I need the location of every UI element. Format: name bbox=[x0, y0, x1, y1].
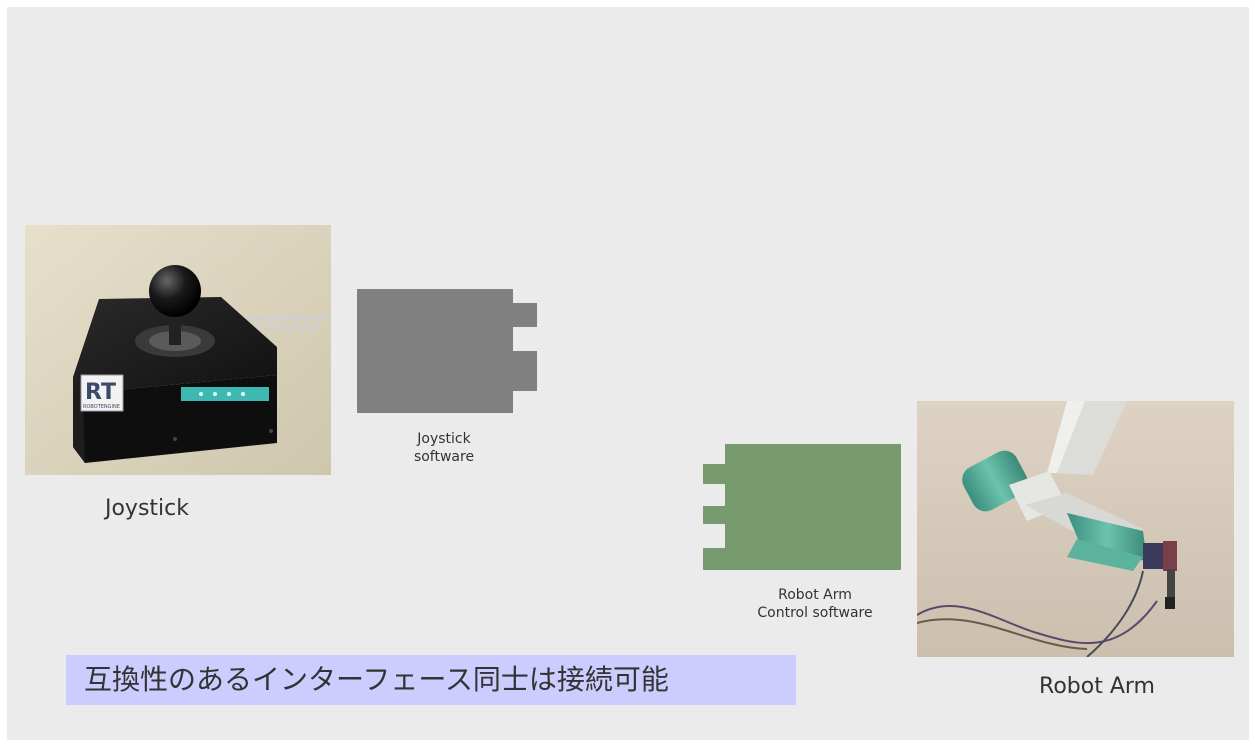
robot-arm-illustration bbox=[917, 401, 1234, 657]
compatibility-banner-text: 互換性のあるインターフェース同士は接続可能 bbox=[84, 663, 669, 696]
robot-arm-software-caption-line2: Control software bbox=[757, 604, 873, 621]
joystick-software-caption-line1: Joystick bbox=[417, 431, 471, 447]
joystick-software-component bbox=[357, 289, 539, 413]
joystick-illustration: RT ROBOTENGINE bbox=[25, 225, 331, 475]
joystick-photo: RT ROBOTENGINE bbox=[25, 225, 331, 475]
slide-canvas: RT ROBOTENGINE Joystick Joystick softwar… bbox=[7, 7, 1249, 740]
robot-arm-software-caption-line1: Robot Arm bbox=[778, 587, 852, 603]
robot-arm-photo bbox=[917, 401, 1234, 657]
rt-logo-subtext: ROBOTENGINE bbox=[83, 404, 120, 410]
compatibility-banner: 互換性のあるインターフェース同士は接続可能 bbox=[66, 655, 796, 705]
robot-arm-component-shape bbox=[703, 444, 901, 570]
joystick-component-shape bbox=[357, 289, 537, 413]
robot-arm-caption: Robot Arm bbox=[1039, 674, 1155, 699]
joystick-software-caption: Joystick software bbox=[369, 431, 519, 466]
robot-arm-software-caption: Robot Arm Control software bbox=[735, 587, 895, 622]
joystick-software-caption-line2: software bbox=[413, 448, 475, 465]
rt-logo-text: RT bbox=[85, 380, 116, 405]
robot-arm-software-component bbox=[703, 444, 901, 570]
joystick-caption: Joystick bbox=[104, 496, 189, 521]
